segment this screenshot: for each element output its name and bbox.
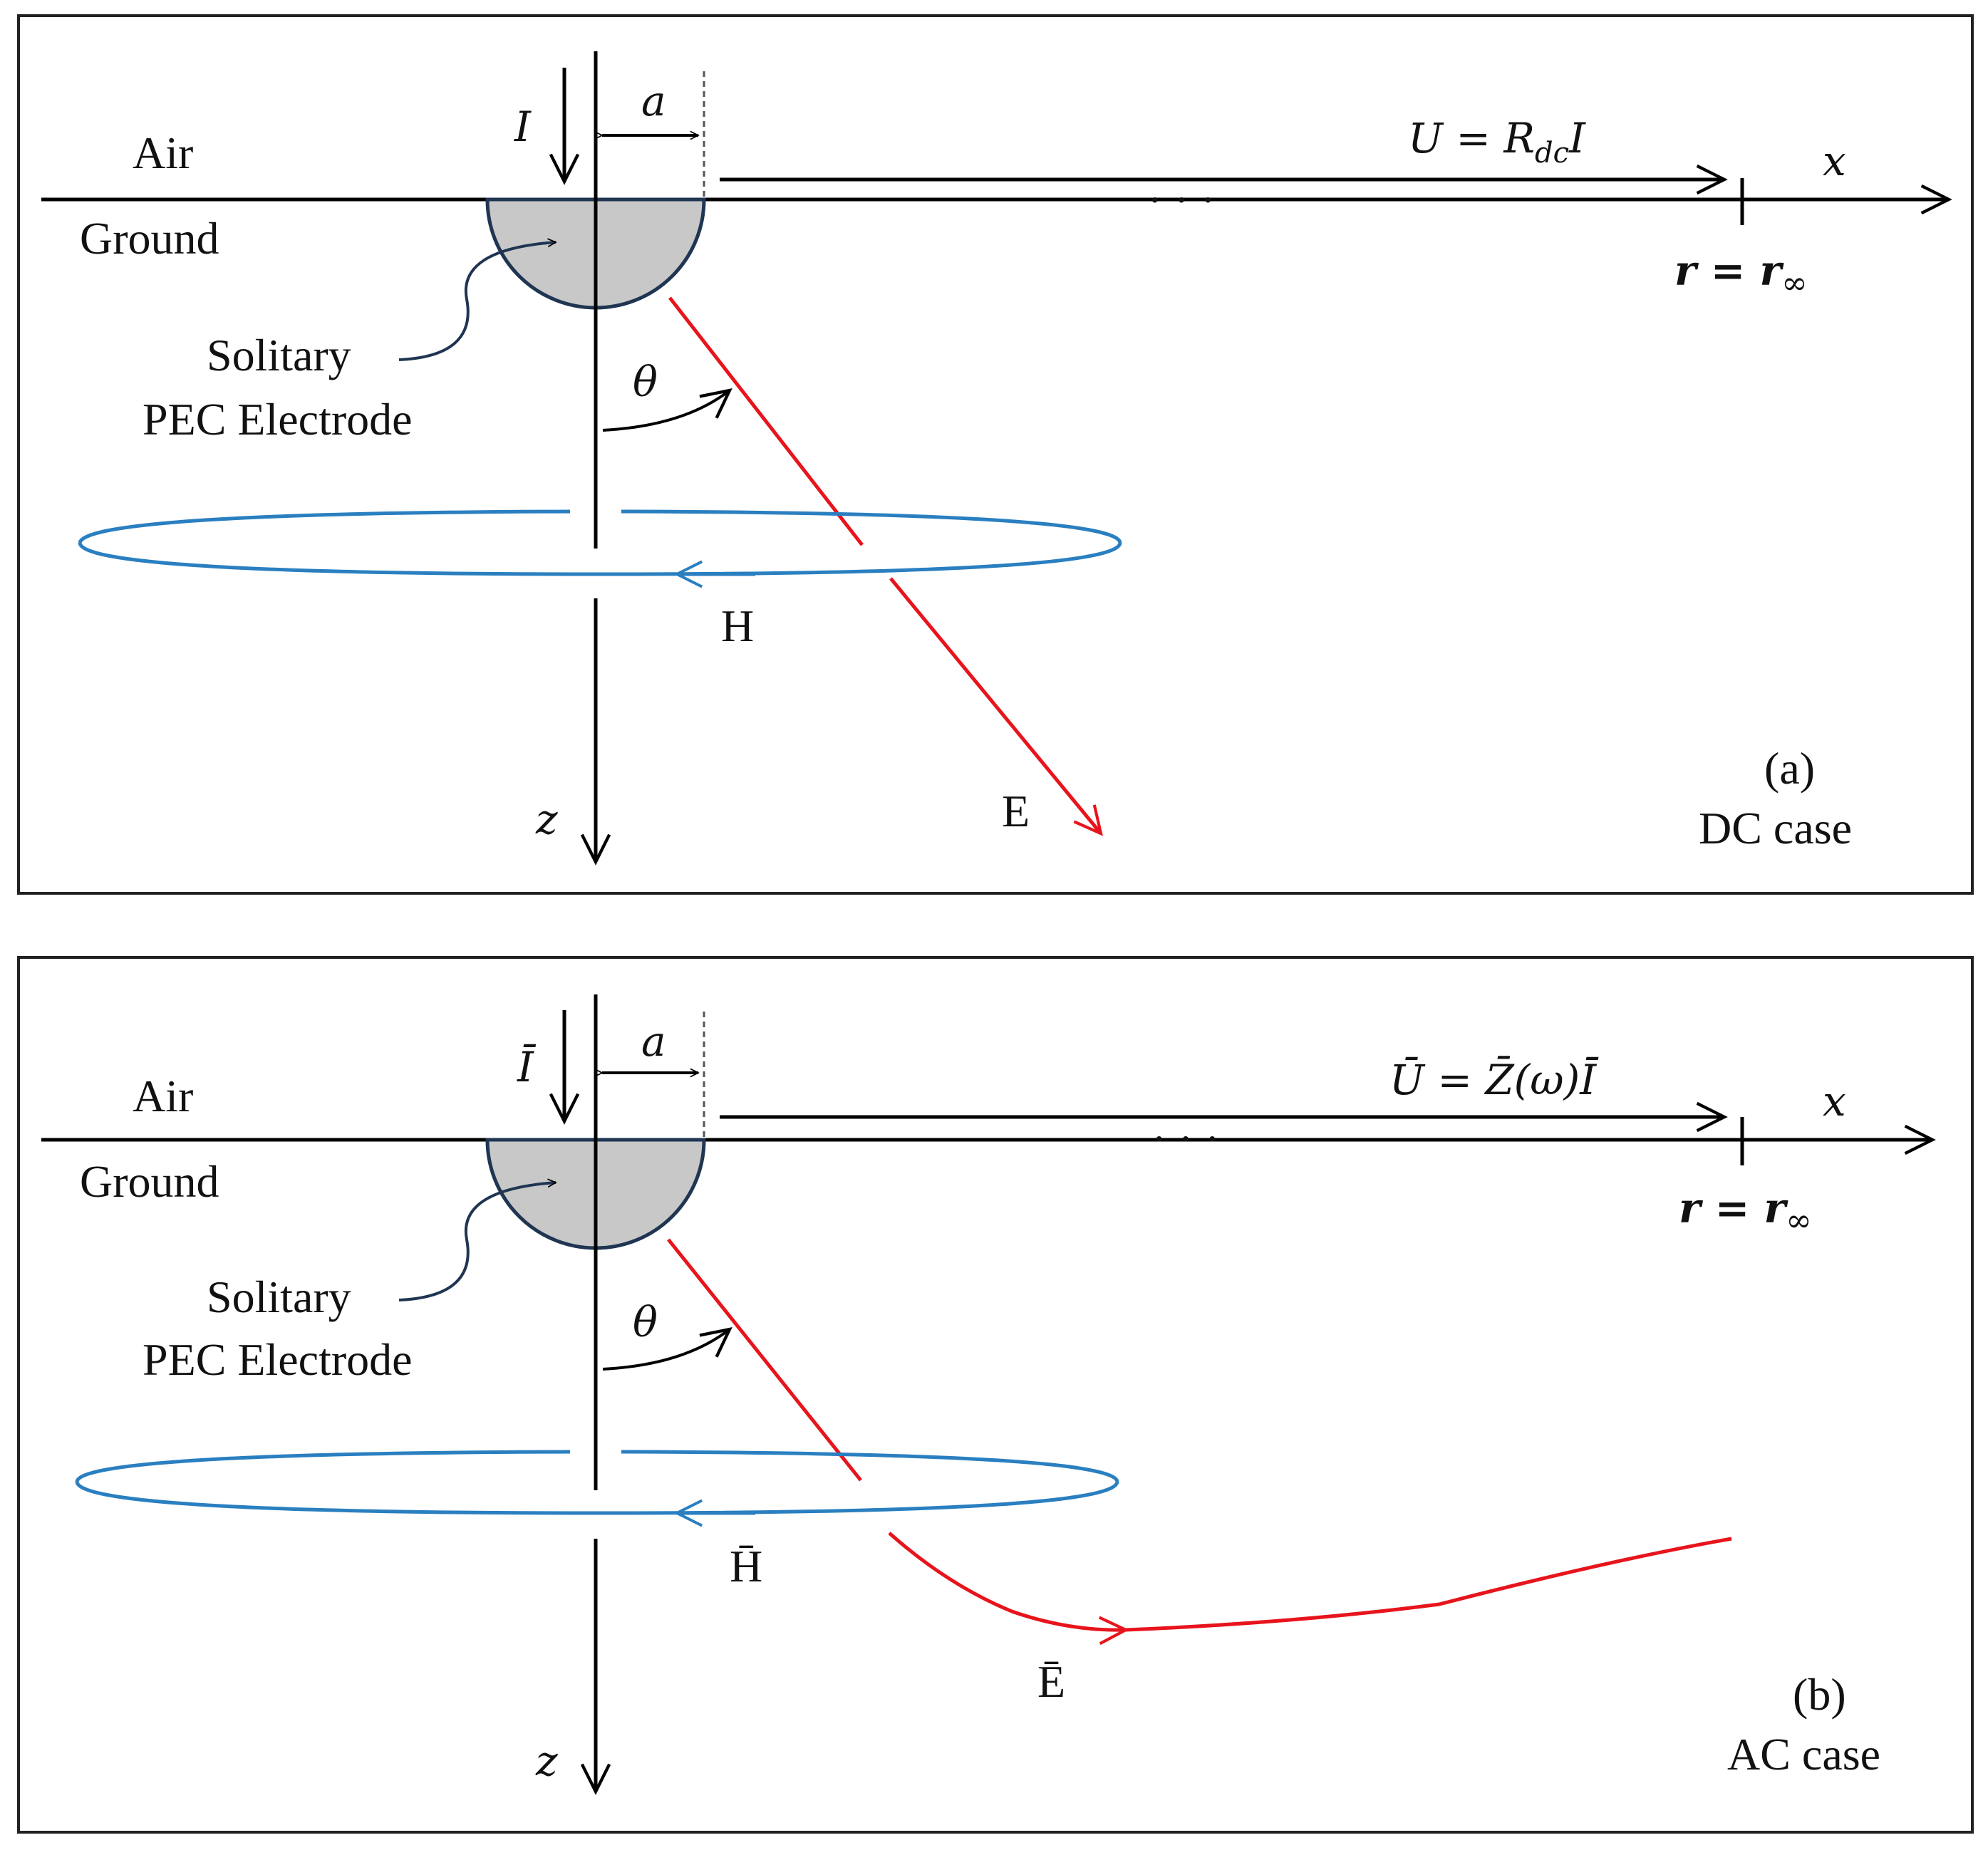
e-field-curve — [888, 1532, 1126, 1630]
radius-label: a — [641, 1017, 666, 1066]
electrode-label-line1: Solitary — [207, 330, 351, 380]
electrode-label-line1: Solitary — [207, 1272, 351, 1322]
e-field-line-lower — [889, 577, 1101, 833]
e-field-line-upper — [668, 296, 864, 546]
h-field-label: H — [721, 601, 754, 651]
dots-label: · · · — [1151, 1113, 1220, 1164]
air-label: Air — [133, 128, 193, 178]
r-infinity-label: r = r∞ — [1679, 1184, 1812, 1239]
voltage-label: Ū = Z̄(ω)Ī — [1389, 1055, 1599, 1104]
h-field-ring-top-left — [78, 509, 571, 544]
panel-tag: (b) — [1793, 1669, 1846, 1720]
h-field-ring-bottom-right — [599, 1481, 1119, 1515]
dots-label: · · · — [1147, 175, 1216, 225]
theta-arc — [602, 1329, 730, 1371]
theta-label: θ — [633, 358, 658, 406]
current-label: Ī — [517, 1043, 537, 1091]
h-field-ring-top-right — [621, 1450, 1119, 1482]
theta-label: θ — [633, 1298, 658, 1346]
electrode-pointer — [398, 1183, 556, 1301]
panel-frame — [17, 14, 1974, 895]
air-label: Air — [133, 1071, 193, 1121]
panel-tag: (a) — [1764, 743, 1815, 794]
case-label: AC case — [1727, 1729, 1880, 1779]
h-field-ring-top-left — [75, 1450, 571, 1482]
panel-frame — [17, 956, 1974, 1834]
x-axis-label: x — [1823, 137, 1846, 185]
e-field-label: E — [1002, 786, 1030, 836]
z-axis-label: z — [535, 795, 558, 843]
z-axis-label: z — [535, 1737, 558, 1785]
h-field-ring-bottom-left — [75, 1481, 601, 1515]
h-field-ring-top-right — [621, 509, 1122, 544]
voltage-label: U = RdcI — [1408, 114, 1586, 170]
current-label: I — [514, 103, 532, 151]
electrode-pointer — [398, 242, 556, 361]
h-field-ring-bottom-right — [599, 542, 1122, 576]
e-field-tail — [1125, 1537, 1732, 1632]
ground-label: Ground — [80, 1156, 219, 1207]
e-field-line-upper — [667, 1238, 862, 1482]
case-label: DC case — [1699, 803, 1852, 853]
radius-label: a — [641, 77, 666, 125]
x-axis-label: x — [1823, 1077, 1846, 1126]
h-field-ring-bottom-left — [78, 542, 601, 576]
electrode-label-line2: PEC Electrode — [143, 394, 413, 445]
h-field-label: H̄ — [730, 1541, 762, 1591]
panel-a: Air Ground Solitary PEC Electrode I a U … — [17, 14, 1974, 895]
theta-arc — [602, 390, 730, 432]
ground-label: Ground — [80, 213, 219, 264]
electrode-label-line2: PEC Electrode — [143, 1334, 413, 1385]
r-infinity-label: r = r∞ — [1674, 246, 1808, 301]
e-field-label: Ē — [1037, 1656, 1065, 1707]
panel-b: Air Ground Solitary PEC Electrode Ī a Ū … — [17, 956, 1974, 1834]
